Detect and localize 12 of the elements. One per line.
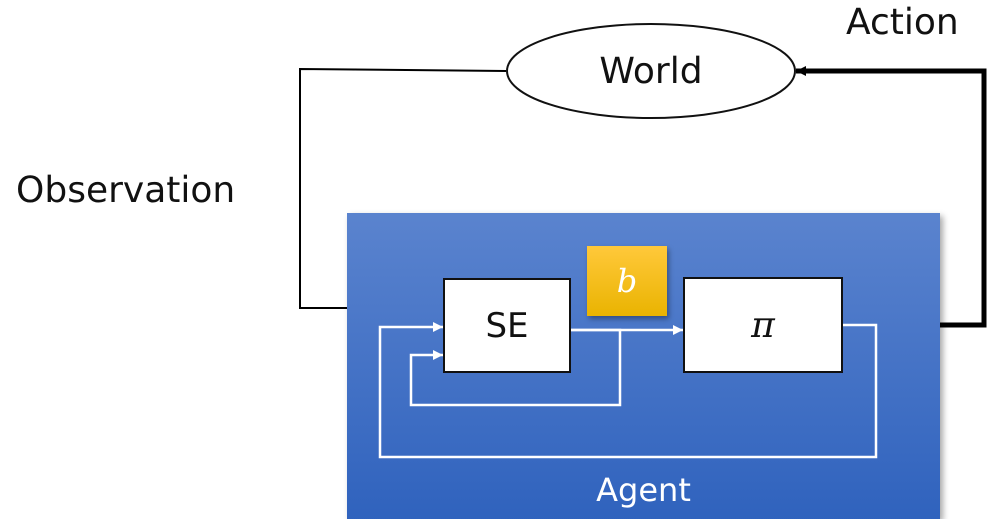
- node-label: SE: [485, 306, 529, 346]
- process-box: [443, 278, 571, 373]
- process-box: [683, 277, 843, 373]
- node-label: World: [599, 50, 703, 92]
- belief-tile: [587, 246, 667, 316]
- world-ellipse: [506, 23, 796, 119]
- math-symbol: π: [751, 304, 775, 346]
- agent-panel: [347, 213, 940, 519]
- math-symbol: b: [616, 262, 638, 300]
- arrow: [378, 322, 878, 458]
- panel-label: Agent: [596, 471, 691, 509]
- arrow: [410, 328, 622, 406]
